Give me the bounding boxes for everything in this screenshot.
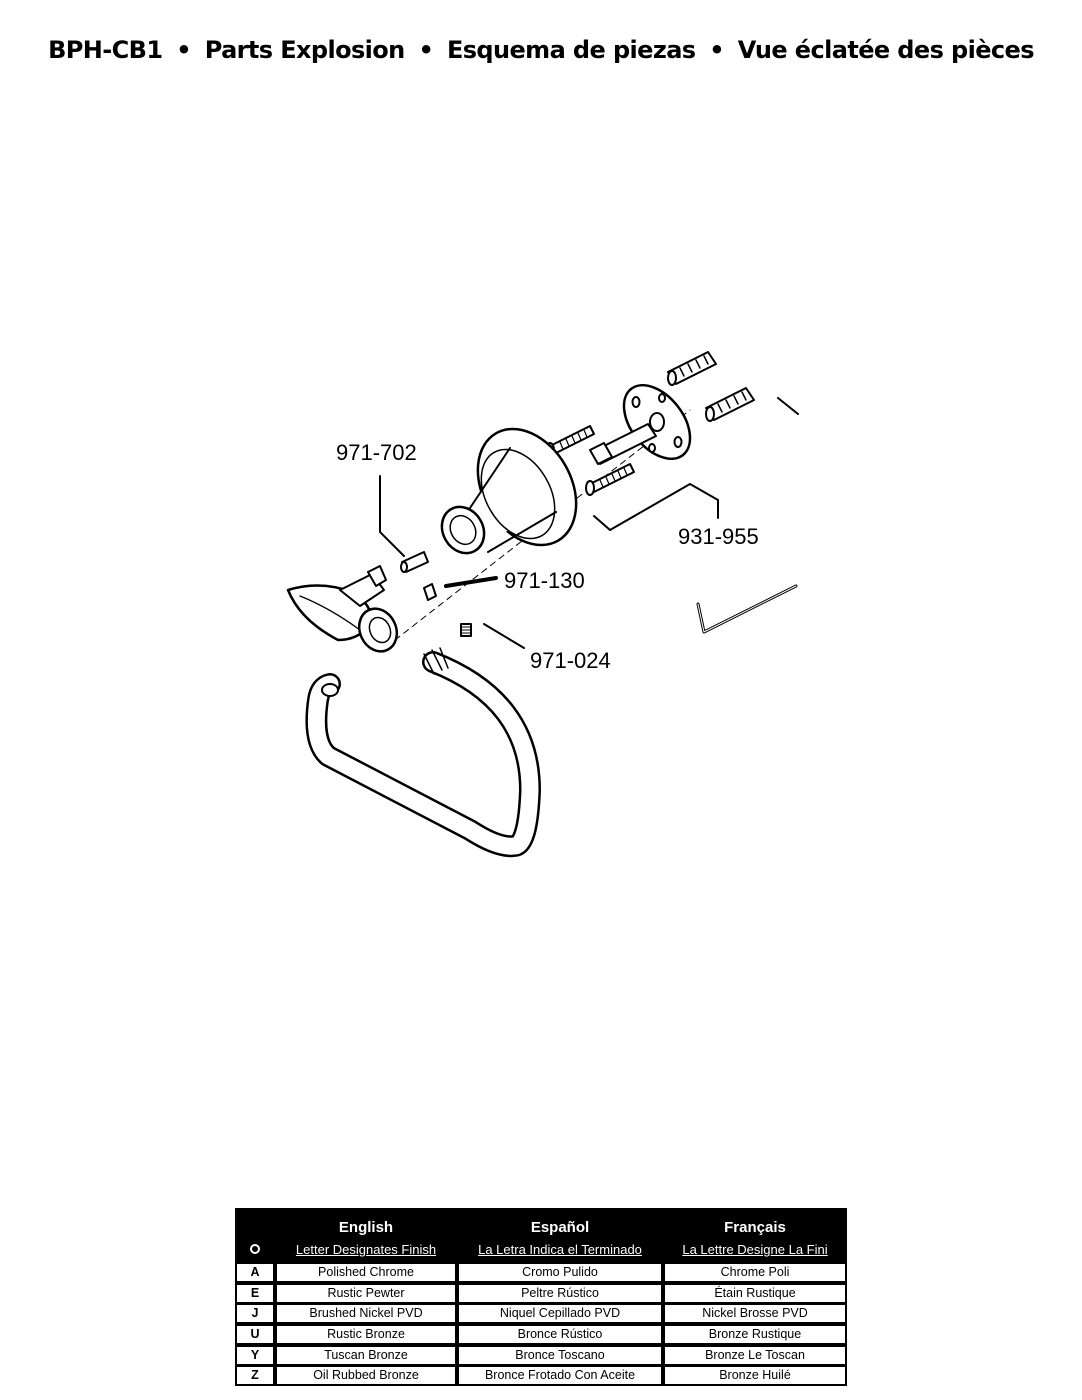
subheader-french: La Lettre Designe La Fini bbox=[682, 1241, 828, 1257]
bracket-931-955 bbox=[593, 397, 799, 531]
finish-english: Rustic Pewter bbox=[277, 1284, 455, 1302]
leader-971-024 bbox=[483, 623, 525, 649]
escutcheon-cover bbox=[440, 427, 578, 555]
finish-english: Rustic Bronze bbox=[277, 1325, 455, 1343]
finish-spanish: Bronce Toscano bbox=[459, 1346, 661, 1364]
table-row: E Rustic Pewter Peltre Rústico Étain Rus… bbox=[235, 1283, 847, 1304]
finish-table-subheader-row: Letter Designates Finish La Letra Indica… bbox=[235, 1236, 847, 1262]
finish-code: Y bbox=[237, 1346, 273, 1364]
finish-french: Étain Rustique bbox=[665, 1284, 845, 1302]
towel-bar bbox=[305, 647, 541, 858]
finish-french: Bronze Rustique bbox=[665, 1325, 845, 1343]
title-english: Parts Explosion bbox=[204, 36, 406, 64]
finish-code: U bbox=[237, 1325, 273, 1343]
finish-french: Chrome Poli bbox=[665, 1264, 845, 1282]
part-971-130-set-screw bbox=[423, 583, 437, 601]
finish-french: Bronze Le Toscan bbox=[665, 1346, 845, 1364]
finish-spanish: Bronce Rústico bbox=[459, 1325, 661, 1343]
page-title: BPH-CB1 • Parts Explosion • Esquema de p… bbox=[0, 36, 1082, 64]
wall-anchor-bottom bbox=[705, 387, 755, 422]
finish-spanish: Bronce Frotado Con Aceite bbox=[459, 1367, 661, 1385]
table-row: A Polished Chrome Cromo Pulido Chrome Po… bbox=[235, 1262, 847, 1283]
finish-english: Polished Chrome bbox=[277, 1264, 455, 1282]
title-separator: • bbox=[709, 36, 724, 64]
subheader-spanish: La Letra Indica el Terminado bbox=[478, 1241, 642, 1257]
threaded-post bbox=[589, 423, 657, 465]
title-separator: • bbox=[176, 36, 191, 64]
callout-971-702: 971-702 bbox=[336, 440, 417, 465]
header-spanish: Español bbox=[530, 1219, 590, 1237]
finish-english: Brushed Nickel PVD bbox=[277, 1305, 455, 1323]
mounting-screw-bottom bbox=[585, 463, 635, 496]
bullet-icon bbox=[250, 1243, 260, 1254]
finish-code: J bbox=[237, 1305, 273, 1323]
model-number: BPH-CB1 bbox=[48, 36, 163, 64]
callout-971-024: 971-024 bbox=[530, 648, 611, 673]
finish-french: Bronze Huilé bbox=[665, 1367, 845, 1385]
hex-key-highlight bbox=[697, 585, 797, 633]
title-spanish: Esquema de piezas bbox=[446, 36, 696, 64]
table-row: U Rustic Bronze Bronce Rústico Bronze Ru… bbox=[235, 1324, 847, 1345]
holder-arm bbox=[286, 565, 399, 653]
finish-code: E bbox=[237, 1284, 273, 1302]
title-french: Vue éclatée des pièces bbox=[737, 36, 1035, 64]
callout-931-955: 931-955 bbox=[678, 524, 759, 549]
callout-971-130: 971-130 bbox=[504, 568, 585, 593]
table-row: Z Oil Rubbed Bronze Bronce Frotado Con A… bbox=[235, 1365, 847, 1386]
finish-english: Oil Rubbed Bronze bbox=[277, 1367, 455, 1385]
header-english: English bbox=[338, 1219, 394, 1237]
finish-table: English Español Français Letter Designat… bbox=[235, 1208, 847, 1386]
table-row: Y Tuscan Bronze Bronce Toscano Bronze Le… bbox=[235, 1345, 847, 1366]
title-separator: • bbox=[418, 36, 434, 64]
subheader-english: Letter Designates Finish bbox=[295, 1241, 437, 1257]
part-971-024-grub-screw bbox=[460, 623, 472, 637]
leader-971-130 bbox=[444, 576, 498, 588]
leader-971-702 bbox=[379, 475, 405, 557]
finish-french: Nickel Brosse PVD bbox=[665, 1305, 845, 1323]
wall-anchor-top bbox=[667, 351, 717, 386]
finish-code: A bbox=[237, 1264, 273, 1282]
finish-spanish: Cromo Pulido bbox=[459, 1264, 661, 1282]
part-971-702-pin bbox=[400, 551, 429, 573]
finish-code: Z bbox=[237, 1367, 273, 1385]
finish-spanish: Niquel Cepillado PVD bbox=[459, 1305, 661, 1323]
finish-spanish: Peltre Rústico bbox=[459, 1284, 661, 1302]
mounting-plate bbox=[622, 383, 692, 461]
table-row: J Brushed Nickel PVD Niquel Cepillado PV… bbox=[235, 1303, 847, 1324]
finish-table-language-row: English Español Français bbox=[235, 1208, 847, 1236]
header-french: Français bbox=[724, 1219, 786, 1237]
finish-english: Tuscan Bronze bbox=[277, 1346, 455, 1364]
